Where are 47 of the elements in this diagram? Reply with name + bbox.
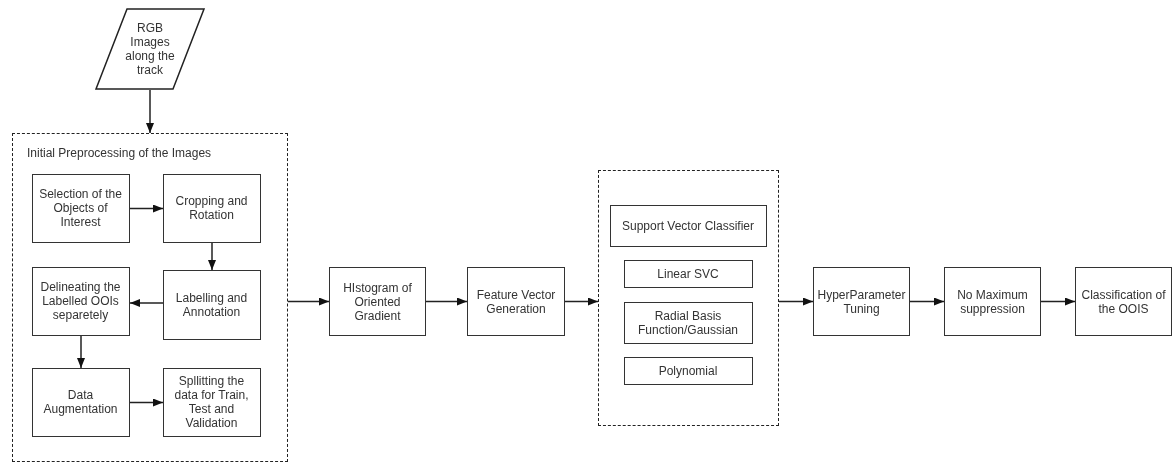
arrow <box>146 89 154 134</box>
box-label: RGB Images along the track <box>124 21 176 77</box>
box-label: HyperParameter Tuning <box>816 287 907 316</box>
box-label: Selection of the Objects of Interest <box>38 187 123 229</box>
box-label: Cropping and Rotation <box>174 194 249 222</box>
box-label: Delineating the Labelled OOIs separetely <box>39 280 122 322</box>
arrow <box>77 335 85 369</box>
box-label: Polynomial <box>657 363 719 378</box>
process-box <box>623 356 753 385</box>
box-label: HIstogram of Oriented Gradient <box>342 280 413 323</box>
arrow <box>129 398 164 407</box>
process-box <box>31 173 130 243</box>
box-label: Data Augmentation <box>42 388 119 416</box>
arrow <box>564 297 599 306</box>
arrow <box>425 297 468 306</box>
box-label: Spllitting the data for Train, Test and Validation <box>173 374 250 430</box>
arrow <box>909 297 945 306</box>
process-box <box>162 269 261 340</box>
arrow <box>1040 297 1076 306</box>
box-label: Linear SVC <box>656 266 720 281</box>
process-box <box>609 204 767 247</box>
box-label: Labelling and Annotation <box>174 290 249 319</box>
group-title: Initial Preprocessing of the Images <box>27 146 212 160</box>
group-frame <box>598 170 779 426</box>
box-label: Support Vector Classifier <box>620 218 756 233</box>
group-frame <box>12 133 288 462</box>
arrow <box>129 204 164 213</box>
arrow <box>287 297 330 306</box>
process-box <box>329 267 426 336</box>
process-box <box>467 267 565 336</box>
process-box <box>623 301 753 344</box>
box-label: Feature Vector Generation <box>475 287 557 316</box>
box-label: Radial Basis Function/Gaussian <box>636 308 740 337</box>
box-label: Classification of the OOIS <box>1080 287 1167 316</box>
arrow <box>778 297 814 306</box>
arrow <box>129 299 164 307</box>
process-box <box>944 267 1041 336</box>
process-box <box>31 266 130 336</box>
input-parallelogram <box>95 8 205 90</box>
process-box <box>623 259 753 288</box>
process-box <box>1075 267 1172 336</box>
arrow <box>208 242 216 271</box>
process-box <box>813 267 910 336</box>
process-box <box>162 367 261 437</box>
process-box <box>31 367 130 437</box>
process-box <box>162 173 261 243</box>
box-label: No Maximum suppression <box>956 287 1029 316</box>
